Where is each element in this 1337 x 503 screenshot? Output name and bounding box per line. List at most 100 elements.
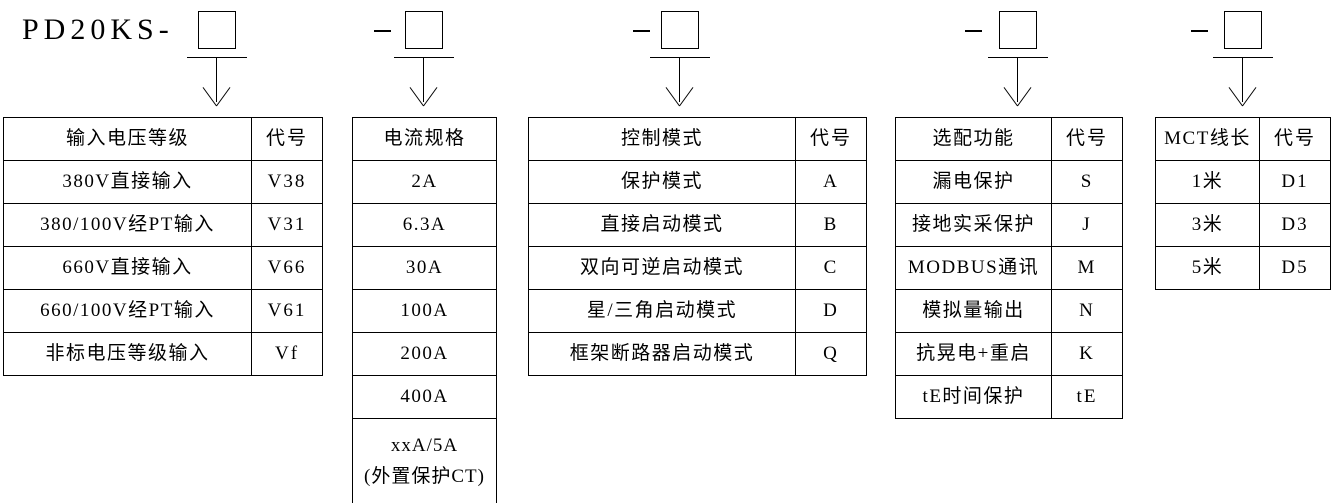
- cell-code: N: [1051, 289, 1123, 333]
- table-header-row: 电流规格: [352, 117, 497, 161]
- table-row: 30A: [352, 246, 497, 290]
- model-prefix-text: PD20KS-: [22, 13, 174, 46]
- arrow-head: [663, 83, 697, 107]
- code-box-current-rating[interactable]: [405, 11, 443, 49]
- table-row: 200A: [352, 332, 497, 376]
- cell-code: B: [795, 203, 867, 247]
- arrow-stem: [1242, 57, 1243, 102]
- cell-description: 框架断路器启动模式: [528, 332, 796, 376]
- cell-description: 100A: [352, 289, 497, 333]
- arrow-head: [407, 83, 441, 107]
- cell-code: J: [1051, 203, 1123, 247]
- code-box-input-voltage[interactable]: [198, 11, 236, 49]
- table-header-row: MCT线长代号: [1155, 117, 1331, 161]
- cell-description: 控制模式: [528, 117, 796, 161]
- arrow-head: [1226, 83, 1260, 107]
- code-box-mct-cable-length[interactable]: [1224, 11, 1262, 49]
- cell-description: 200A: [352, 332, 497, 376]
- arrow-stem: [423, 57, 424, 102]
- cell-description: 选配功能: [895, 117, 1052, 161]
- cell-code: V38: [251, 160, 323, 204]
- table-row: 6.3A: [352, 203, 497, 247]
- cell-description: 接地实采保护: [895, 203, 1052, 247]
- cell-description: 双向可逆启动模式: [528, 246, 796, 290]
- cell-description: 6.3A: [352, 203, 497, 247]
- arrow-bar: [1213, 57, 1273, 58]
- cell-code: V66: [251, 246, 323, 290]
- cell-description: 非标电压等级输入: [3, 332, 252, 376]
- cell-code: 代号: [251, 117, 323, 161]
- table-header-row: 输入电压等级代号: [3, 117, 323, 161]
- separator-dash-4: [965, 30, 982, 32]
- cell-code: Vf: [251, 332, 323, 376]
- table-row: 2A: [352, 160, 497, 204]
- arrow-bar: [988, 57, 1048, 58]
- cell-code: M: [1051, 246, 1123, 290]
- code-box-control-mode[interactable]: [661, 11, 699, 49]
- cell-description: MCT线长: [1155, 117, 1260, 161]
- cell-description: 2A: [352, 160, 497, 204]
- cell-description: 400A: [352, 375, 497, 419]
- arrow-input-voltage: [187, 57, 247, 107]
- cell-code: D3: [1259, 203, 1331, 247]
- cell-description: 3米: [1155, 203, 1260, 247]
- separator-dash-5: [1191, 30, 1208, 32]
- cell-description: 星/三角启动模式: [528, 289, 796, 333]
- cell-description: 保护模式: [528, 160, 796, 204]
- cell-code: D5: [1259, 246, 1331, 290]
- cell-code: Q: [795, 332, 867, 376]
- cell-description: 660V直接输入: [3, 246, 252, 290]
- arrow-bar: [187, 57, 247, 58]
- table-header-row: 控制模式代号: [528, 117, 867, 161]
- cell-code: S: [1051, 160, 1123, 204]
- cell-code: V61: [251, 289, 323, 333]
- table-header-row: 选配功能代号: [895, 117, 1123, 161]
- table-row: xxA/5A(外置保护CT): [352, 418, 497, 503]
- cell-code: V31: [251, 203, 323, 247]
- cell-description: 电流规格: [352, 117, 497, 161]
- arrow-current-rating: [394, 57, 454, 107]
- cell-description: MODBUS通讯: [895, 246, 1052, 290]
- cell-description: 1米: [1155, 160, 1260, 204]
- table-row: 400A: [352, 375, 497, 419]
- cell-description: 抗晃电+重启: [895, 332, 1052, 376]
- cell-description: 660/100V经PT输入: [3, 289, 252, 333]
- cell-description: 30A: [352, 246, 497, 290]
- separator-dash-2: [374, 30, 391, 32]
- code-box-optional-function[interactable]: [999, 11, 1037, 49]
- cell-code: 代号: [1051, 117, 1123, 161]
- cell-code: D1: [1259, 160, 1331, 204]
- arrow-stem: [216, 57, 217, 102]
- cell-description: 380V直接输入: [3, 160, 252, 204]
- arrow-bar: [394, 57, 454, 58]
- arrow-stem: [1017, 57, 1018, 102]
- cell-code: tE: [1051, 375, 1123, 419]
- cell-code: A: [795, 160, 867, 204]
- cell-description: 输入电压等级: [3, 117, 252, 161]
- cell-description: 模拟量输出: [895, 289, 1052, 333]
- cell-description: 漏电保护: [895, 160, 1052, 204]
- cell-code: C: [795, 246, 867, 290]
- table-row: 100A: [352, 289, 497, 333]
- cell-code: D: [795, 289, 867, 333]
